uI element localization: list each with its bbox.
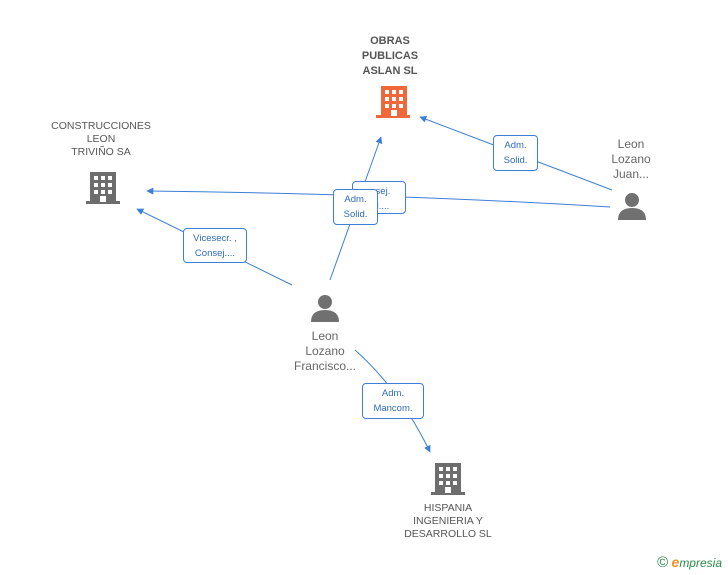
company-label-construcciones[interactable]: CONSTRUCCIONES LEON TRIVIÑO SA [51,120,151,158]
relation-label-francisco-hispania[interactable]: Adm. Mancom. [362,383,424,419]
relation-label-francisco-obras[interactable]: Adm. Solid. [333,189,378,225]
relation-label-francisco-construcciones[interactable]: Vicesecr. , Consej.... [183,228,247,263]
brand-logo: © empresia [657,554,722,571]
brand-name: mpresia [679,556,722,570]
company-label-obras[interactable]: OBRAS PUBLICAS ASLAN SL [361,35,419,77]
person-icon-juan[interactable] [618,193,646,220]
person-label-juan[interactable]: Leon Lozano Juan... [611,137,651,181]
building-icon-construcciones[interactable] [86,172,120,204]
relation-label-juan-obras[interactable]: Adm. Solid. [493,135,538,171]
building-icon-obras[interactable] [376,86,410,118]
company-label-hispania[interactable]: HISPANIA INGENIERIA Y DESARROLLO SL [404,502,492,540]
person-icon-francisco[interactable] [311,295,339,322]
brand-initial: e [671,554,680,570]
person-label-francisco[interactable]: Leon Lozano Francisco... [293,329,356,373]
copyright-icon: © [657,554,669,571]
building-icon-hispania[interactable] [431,463,465,495]
